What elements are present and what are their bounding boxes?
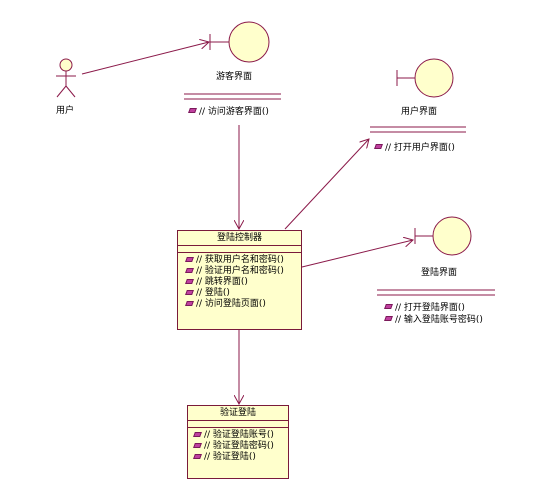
operation-icon: [185, 257, 194, 262]
operation-item[interactable]: // 打开用户界面(): [374, 142, 455, 154]
class-attributes: [178, 246, 301, 253]
operation-item[interactable]: // 验证登陆密码(): [193, 441, 288, 452]
boundary-guest-label: 游客界面: [216, 72, 253, 82]
actor-user-label: 用户: [56, 106, 75, 116]
boundary-login-ops: // 打开登陆界面() // 输入登陆账号密码(): [384, 302, 483, 326]
operation-icon: [188, 108, 197, 113]
boundary-user-ops: // 打开用户界面(): [374, 142, 455, 154]
boundary-login-icon[interactable]: [414, 216, 472, 256]
boundary-guest-ops: // 访问游客界面(): [188, 106, 269, 118]
operation-item[interactable]: // 访问游客界面(): [188, 106, 269, 118]
operation-item[interactable]: // 登陆(): [185, 288, 301, 299]
boundary-user-icon[interactable]: [396, 58, 454, 98]
operation-icon: [185, 290, 194, 295]
operation-icon: [193, 443, 202, 448]
operation-item[interactable]: // 访问登陆页面(): [185, 299, 301, 310]
boundary-guest-icon[interactable]: [209, 21, 270, 63]
class-operations: // 验证登陆账号() // 验证登陆密码() // 验证登陆(): [188, 428, 288, 465]
operation-item[interactable]: // 输入登陆账号密码(): [384, 314, 483, 326]
class-verify-login[interactable]: 验证登陆 // 验证登陆账号() // 验证登陆密码() // 验证登陆(): [187, 405, 289, 479]
operation-item[interactable]: // 验证登陆(): [193, 452, 288, 463]
operation-icon: [374, 144, 383, 149]
operation-icon: [185, 301, 194, 306]
class-login-controller[interactable]: 登陆控制器 // 获取用户名和密码() // 验证用户名和密码() // 跳转界…: [177, 230, 302, 330]
operation-icon: [384, 316, 393, 321]
class-attributes: [188, 421, 288, 428]
operation-icon: [193, 454, 202, 459]
operation-item[interactable]: // 跳转界面(): [185, 277, 301, 288]
operation-item[interactable]: // 验证登陆账号(): [193, 430, 288, 441]
link-user-to-guest[interactable]: [81, 42, 209, 75]
boundary-login-label: 登陆界面: [421, 268, 458, 278]
operation-item[interactable]: // 获取用户名和密码(): [185, 255, 301, 266]
boundary-user-label: 用户界面: [401, 107, 438, 117]
operation-item[interactable]: // 打开登陆界面(): [384, 302, 483, 314]
operation-icon: [185, 279, 194, 284]
class-title: 登陆控制器: [178, 231, 301, 246]
link-controller-to-user-ui[interactable]: [284, 139, 369, 230]
link-controller-to-login-ui[interactable]: [301, 240, 413, 268]
class-title: 验证登陆: [188, 406, 288, 421]
operation-icon: [384, 304, 393, 309]
actor-user-icon[interactable]: [56, 58, 76, 98]
operation-item[interactable]: // 验证用户名和密码(): [185, 266, 301, 277]
operation-icon: [185, 268, 194, 273]
class-operations: // 获取用户名和密码() // 验证用户名和密码() // 跳转界面() //…: [178, 253, 301, 312]
operation-icon: [193, 432, 202, 437]
